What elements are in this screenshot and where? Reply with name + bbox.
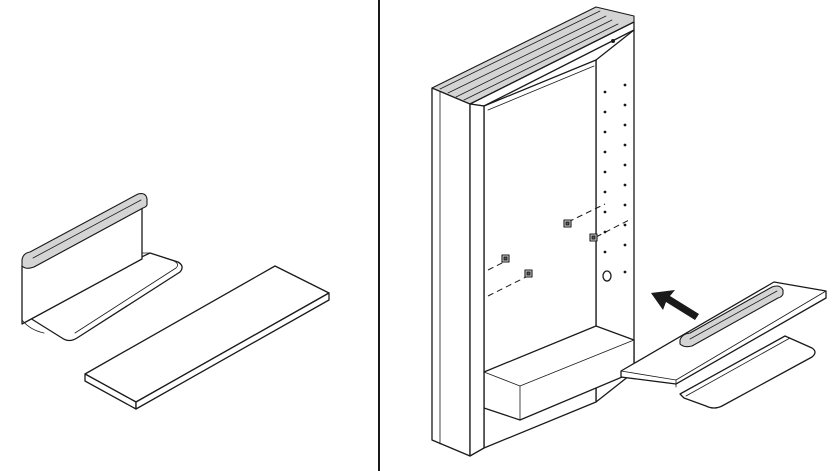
shelf-pin-holes: [602, 83, 627, 282]
direction-arrow: [651, 290, 699, 320]
glass-shelf: [84, 265, 330, 410]
mounting-pegs: [487, 203, 630, 297]
left-panel-parts: [21, 193, 330, 410]
shelf-assembly: [620, 281, 827, 409]
right-panel-assembly: [431, 6, 827, 457]
cabinet-frame: [431, 6, 635, 457]
shelf-bracket: [21, 193, 183, 342]
